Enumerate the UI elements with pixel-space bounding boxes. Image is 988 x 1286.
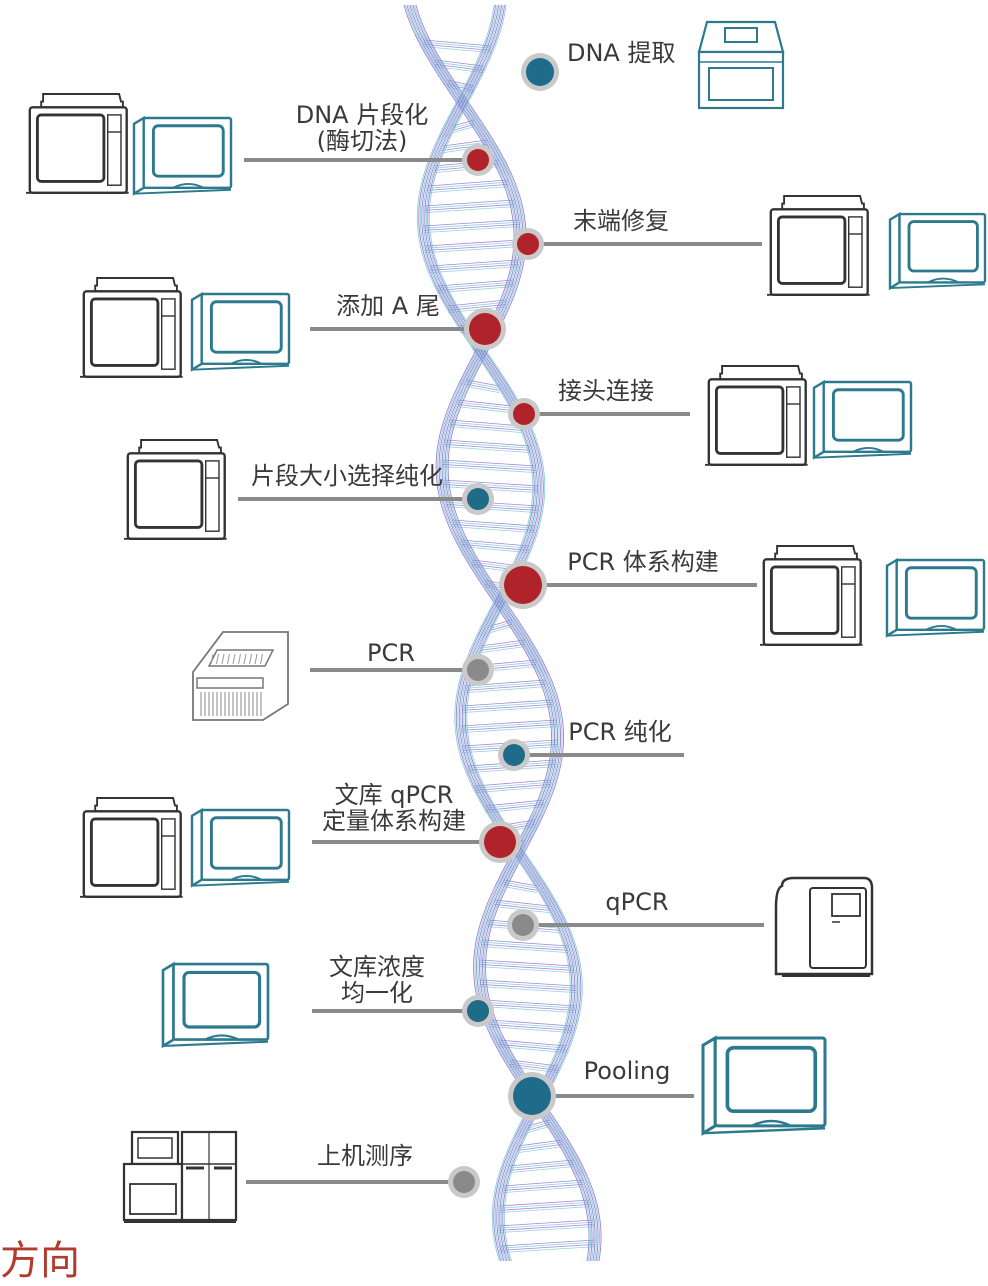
step-label-dna-fragmentation: DNA 片段化(酶切法) — [212, 102, 512, 154]
pipetting-box-icon — [190, 291, 291, 372]
step-label-dna-extraction: DNA 提取 — [567, 40, 675, 66]
step-label-adapter-ligation: 接头连接 — [456, 378, 756, 404]
step-label-pooling: Pooling — [477, 1058, 777, 1084]
workstation-icon — [80, 797, 183, 898]
step-label-line: PCR 纯化 — [568, 718, 672, 746]
step-label-line: 上机测序 — [317, 1142, 413, 1170]
workstation-icon — [767, 195, 870, 296]
step-label-line: 定量体系构建 — [322, 807, 466, 835]
workstation-icon — [760, 545, 863, 646]
sequencer-icon — [122, 1130, 238, 1223]
step-label-line: DNA 片段化 — [295, 101, 429, 129]
step-node-dna-extraction — [521, 53, 559, 91]
thermal-cycler-icon — [192, 631, 289, 721]
step-node-pcr — [462, 654, 494, 686]
step-label-pcr: PCR — [241, 640, 541, 666]
step-label-line: Pooling — [583, 1057, 671, 1085]
extractor-icon — [697, 20, 785, 110]
helix-rungs — [423, 39, 596, 1253]
step-label-line: 片段大小选择纯化 — [251, 462, 443, 490]
step-label-pcr-purification: PCR 纯化 — [470, 719, 770, 745]
step-label-size-selection: 片段大小选择纯化 — [197, 463, 497, 489]
step-label-line: 添加 A 尾 — [336, 292, 440, 320]
step-node-size-selection — [462, 483, 494, 515]
step-label-qpcr: qPCR — [487, 889, 787, 915]
step-label-line: PCR — [367, 639, 415, 667]
step-node-qpcr — [507, 909, 539, 941]
workstation-icon — [26, 93, 129, 194]
step-label-sequencing: 上机测序 — [215, 1143, 515, 1169]
step-node-normalization — [462, 995, 494, 1027]
step-label-line: 末端修复 — [573, 207, 669, 235]
qpcr-machine-icon — [774, 876, 874, 977]
helix-backbones — [403, 4, 602, 1262]
step-label-a-tailing: 添加 A 尾 — [238, 293, 538, 319]
step-node-qpcr-setup — [479, 821, 521, 863]
workstation-icon — [80, 277, 183, 378]
step-label-line: PCR 体系构建 — [567, 548, 719, 576]
pipetting-box-icon — [132, 115, 233, 196]
pipetting-box-icon — [190, 807, 291, 888]
pipetting-box-icon — [701, 1035, 827, 1136]
step-label-line: DNA 提取 — [567, 39, 676, 67]
step-node-a-tailing — [464, 308, 506, 350]
step-node-adapter-ligation — [508, 398, 540, 430]
step-label-line: qPCR — [605, 888, 669, 916]
step-node-pcr-purification — [498, 739, 530, 771]
step-label-line: 接头连接 — [558, 377, 654, 405]
step-label-line: 文库浓度 — [329, 953, 425, 981]
step-label-pcr-setup: PCR 体系构建 — [493, 549, 793, 575]
footer-text: 方向 — [0, 1238, 80, 1284]
pipetting-box-icon — [888, 211, 987, 291]
step-label-line: 文库 qPCR — [334, 781, 454, 809]
pipetting-box-icon — [812, 379, 913, 460]
workstation-icon — [705, 365, 808, 466]
step-node-end-repair — [512, 228, 544, 260]
step-node-sequencing — [448, 1166, 480, 1198]
step-label-line: 均一化 — [341, 979, 413, 1007]
step-node-pooling — [508, 1072, 556, 1120]
pipetting-box-icon — [161, 961, 270, 1049]
step-node-dna-fragmentation — [462, 144, 494, 176]
step-label-line: (酶切法) — [316, 127, 408, 155]
workstation-icon — [124, 439, 227, 540]
step-label-end-repair: 末端修复 — [471, 208, 771, 234]
pipetting-box-icon — [885, 557, 986, 638]
step-label-normalization: 文库浓度均一化 — [227, 954, 527, 1006]
step-node-pcr-setup — [499, 561, 547, 609]
